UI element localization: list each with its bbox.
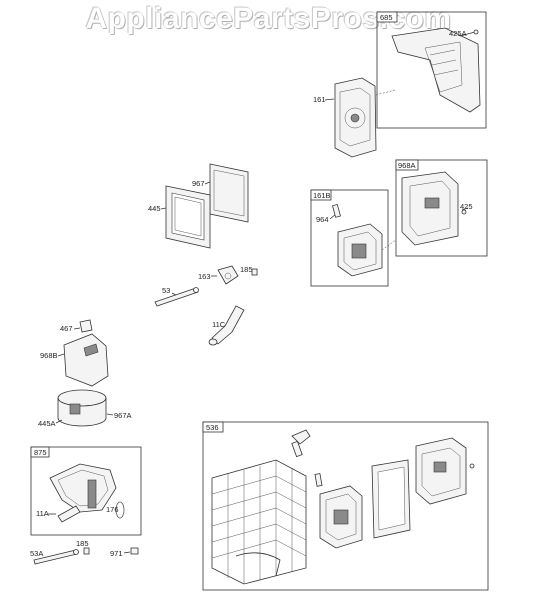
label-185-lower: 185 (76, 539, 89, 548)
label-445A: 445A (38, 419, 56, 428)
label-425: 425 (460, 202, 473, 211)
label-967A: 967A (114, 411, 132, 420)
box-875: 875 11A 176 (30, 446, 142, 536)
part-467-968B: 467 968B (40, 319, 109, 387)
part-967-445: 967 445 (148, 163, 249, 249)
part-163-185-53: 163 185 53 (154, 265, 258, 307)
wire-cage (211, 459, 307, 585)
box-875-label: 875 (34, 448, 47, 457)
box-161B: 161B 964 (310, 189, 397, 287)
box-968A-label: 968A (398, 161, 416, 170)
air-cleaner-cover (391, 27, 481, 113)
label-53A: 53A (30, 549, 43, 558)
label-971: 971 (110, 549, 123, 558)
label-967: 967 (192, 179, 205, 188)
label-11C: 11C (212, 320, 226, 329)
label-964: 964 (316, 215, 329, 224)
box-161B-label: 161B (313, 191, 331, 200)
label-185: 185 (240, 265, 253, 274)
label-425A: 425A (449, 29, 467, 38)
box-536-label: 536 (206, 423, 219, 432)
label-11A: 11A (36, 509, 49, 518)
label-445: 445 (148, 204, 161, 213)
part-53A-185-971: 53A 185 971 (30, 539, 139, 565)
label-176: 176 (106, 505, 119, 514)
part-445A-967A: 445A 967A (38, 389, 132, 428)
box-685: 685 425A (376, 11, 487, 129)
label-163: 163 (198, 272, 211, 281)
part-161: 161 (313, 77, 396, 158)
label-161: 161 (313, 95, 326, 104)
box-685-label: 685 (380, 13, 393, 22)
part-11C: 11C (208, 305, 245, 346)
label-968B: 968B (40, 351, 58, 360)
label-467: 467 (60, 324, 73, 333)
box-536: 536 (202, 421, 489, 591)
box-968A: 968A 425 (395, 159, 488, 257)
label-53: 53 (162, 286, 170, 295)
